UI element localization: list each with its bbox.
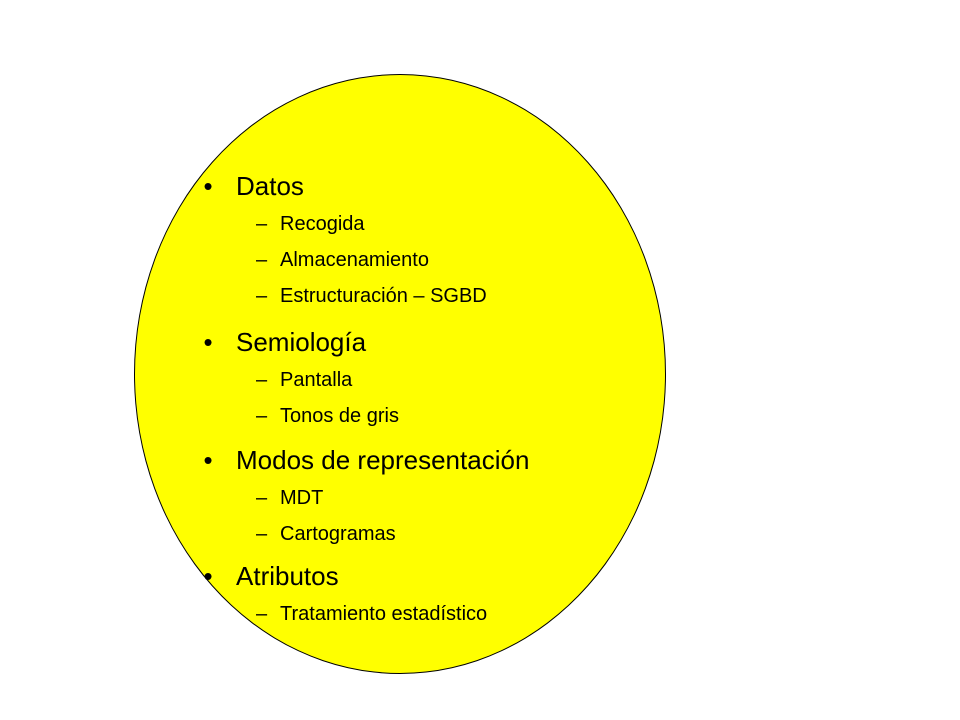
dash-icon: – bbox=[256, 405, 268, 427]
dash-icon: – bbox=[256, 249, 268, 271]
bullet-item-modos: • Modos de representación – MDT – Cartog… bbox=[196, 440, 676, 552]
dash-icon: – bbox=[256, 285, 268, 307]
sub-item: – Tratamiento estadístico bbox=[196, 596, 676, 632]
dash-icon: – bbox=[256, 369, 268, 391]
sub-list: – MDT – Cartogramas bbox=[196, 480, 676, 552]
bullet-item-datos: • Datos – Recogida – Almacenamiento – Es… bbox=[196, 166, 676, 314]
sub-item: – Almacenamiento bbox=[196, 242, 676, 278]
bullet-label: Modos de representación bbox=[236, 445, 530, 475]
sub-item: – Cartogramas bbox=[196, 516, 676, 552]
dash-icon: – bbox=[256, 213, 268, 235]
sub-item-label: Tratamiento estadístico bbox=[280, 603, 488, 625]
sub-item: – Estructuración – SGBD bbox=[196, 278, 676, 314]
sub-item: – Recogida bbox=[196, 206, 676, 242]
sub-item-label: Almacenamiento bbox=[280, 249, 429, 271]
yellow-ellipse bbox=[134, 74, 666, 674]
sub-item: – Tonos de gris bbox=[196, 398, 676, 434]
dash-icon: – bbox=[256, 603, 268, 625]
sub-list: – Pantalla – Tonos de gris bbox=[196, 362, 676, 434]
sub-item-label: Pantalla bbox=[280, 369, 353, 391]
sub-item-label: Tonos de gris bbox=[280, 405, 399, 427]
sub-item-label: Estructuración – SGBD bbox=[280, 285, 487, 307]
sub-item: – MDT bbox=[196, 480, 676, 516]
bullet-dot-icon: • bbox=[203, 327, 213, 357]
sub-list: – Recogida – Almacenamiento – Estructura… bbox=[196, 206, 676, 314]
sub-item: – Pantalla bbox=[196, 362, 676, 398]
bullet-label: Datos bbox=[236, 171, 304, 201]
bullet-label: Atributos bbox=[236, 561, 339, 591]
sub-item-label: MDT bbox=[280, 487, 324, 509]
bullet-dot-icon: • bbox=[203, 171, 213, 201]
bullet-dot-icon: • bbox=[203, 561, 213, 591]
bullet-label: Semiología bbox=[236, 327, 367, 357]
sub-item-label: Recogida bbox=[280, 213, 365, 235]
bullet-dot-icon: • bbox=[203, 445, 213, 475]
dash-icon: – bbox=[256, 487, 268, 509]
dash-icon: – bbox=[256, 523, 268, 545]
bullet-list: • Datos – Recogida – Almacenamiento – Es… bbox=[196, 166, 676, 632]
sub-list: – Tratamiento estadístico bbox=[196, 596, 676, 632]
sub-item-label: Cartogramas bbox=[280, 523, 396, 545]
bullet-item-atributos: • Atributos – Tratamiento estadístico bbox=[196, 556, 676, 632]
bullet-item-semiologia: • Semiología – Pantalla – Tonos de gris bbox=[196, 322, 676, 434]
